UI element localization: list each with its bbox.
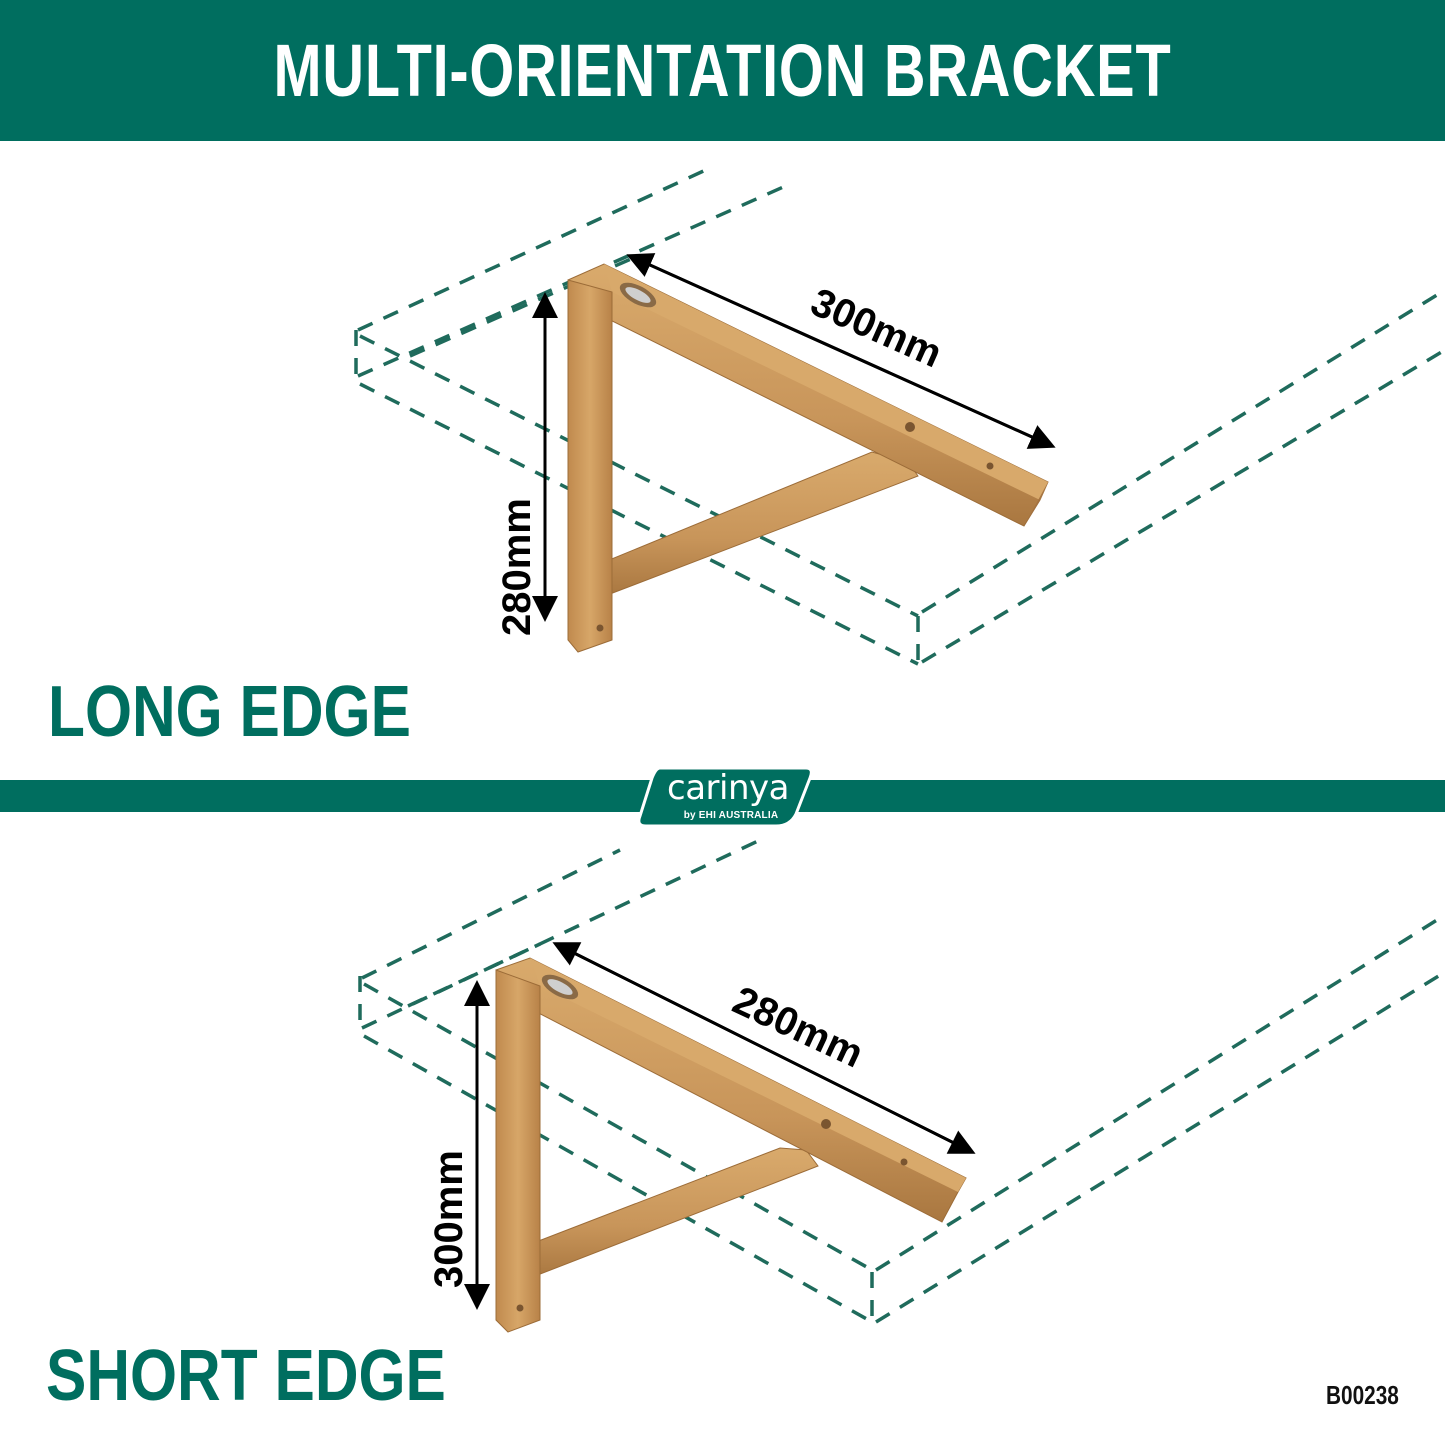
page-title: MULTI-ORIENTATION BRACKET bbox=[273, 29, 1172, 112]
logo-badge-shape bbox=[637, 766, 812, 828]
brand-logo: carinya by EHI AUSTRALIA bbox=[636, 764, 812, 828]
long-edge-horizontal-dimension: 300mm bbox=[804, 280, 948, 376]
long-edge-dimension-arrows bbox=[532, 253, 1056, 622]
short-edge-dimension-arrows bbox=[464, 942, 976, 1310]
header-banner: MULTI-ORIENTATION BRACKET bbox=[0, 0, 1445, 141]
short-edge-horizontal-dimension: 280mm bbox=[726, 978, 870, 1076]
long-edge-label: LONG EDGE bbox=[48, 672, 411, 752]
logo-tagline: by EHI AUSTRALIA bbox=[683, 810, 779, 821]
long-edge-vertical-dimension: 280mm bbox=[495, 498, 539, 636]
short-edge-label: SHORT EDGE bbox=[46, 1336, 446, 1416]
logo-brand-text: carinya bbox=[667, 768, 789, 808]
long-edge-bracket bbox=[567, 263, 1049, 653]
short-edge-vertical-dimension: 300mm bbox=[427, 1150, 471, 1288]
short-edge-shelf-outline bbox=[358, 838, 1445, 1326]
short-edge-bracket bbox=[495, 957, 967, 1333]
product-code: B00238 bbox=[1326, 1380, 1399, 1410]
